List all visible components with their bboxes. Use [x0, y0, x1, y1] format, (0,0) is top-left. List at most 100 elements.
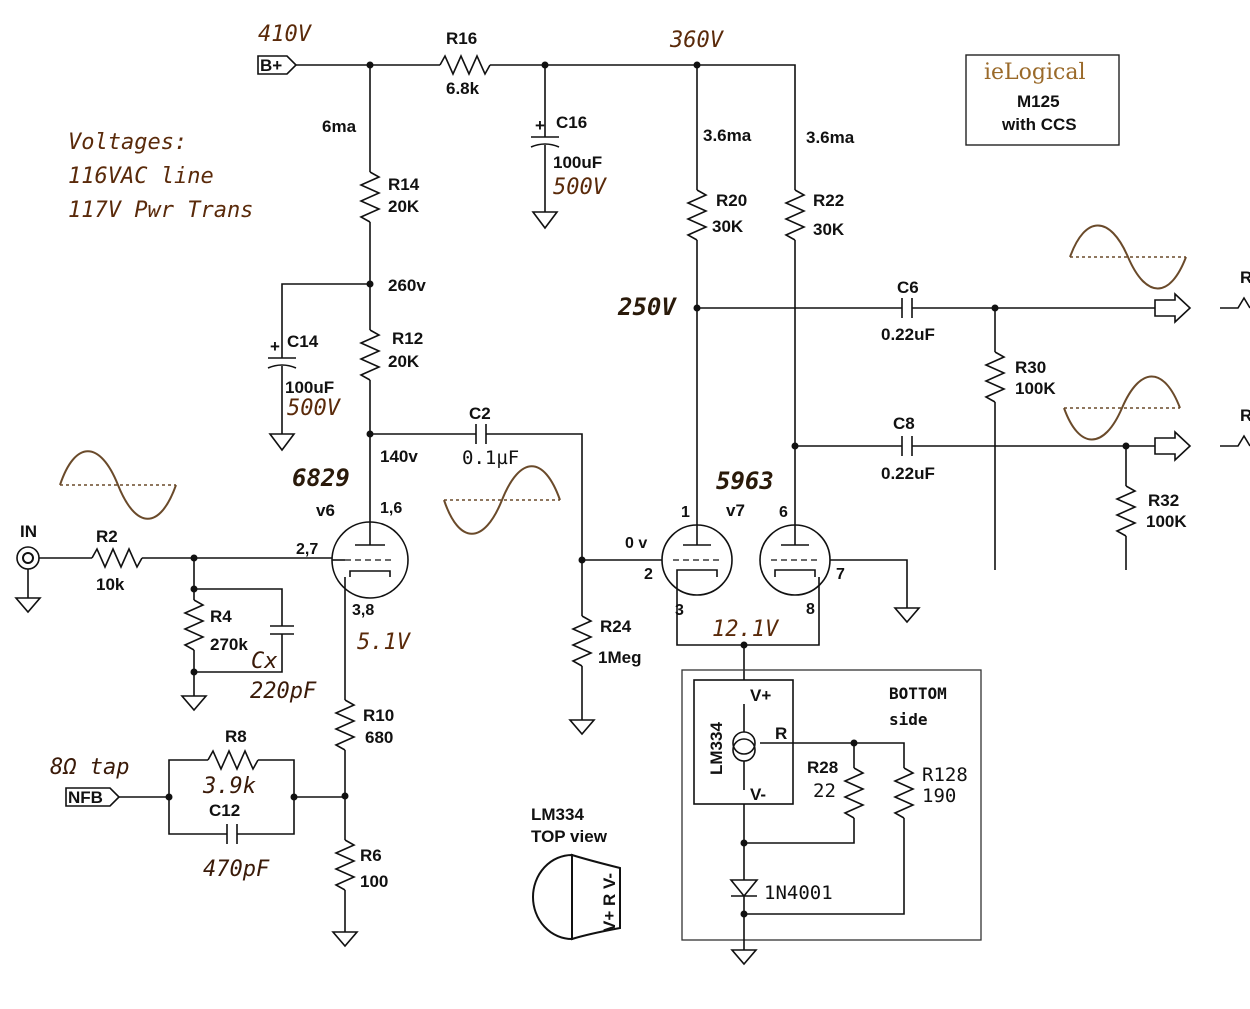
notes-title: Voltages: — [68, 130, 187, 155]
svg-text:12.1V: 12.1V — [712, 617, 780, 642]
voltage-250: 250V — [617, 293, 677, 321]
capacitor-c16: + C16 100uF 500V — [530, 65, 608, 230]
svg-text:0 v: 0 v — [625, 535, 647, 552]
svg-text:C8: C8 — [893, 414, 915, 433]
svg-text:R12: R12 — [392, 329, 423, 348]
brand-box: ieLogical M125 with CCS — [965, 54, 1120, 146]
svg-text:0.22uF: 0.22uF — [881, 464, 935, 483]
svg-text:C16: C16 — [556, 113, 587, 132]
sine-wave-out1 — [1069, 224, 1187, 290]
tube-v6: 6829 v6 1,6 2,7 3,8 5.1V — [292, 464, 412, 655]
svg-text:NFB: NFB — [68, 788, 103, 807]
svg-text:6829: 6829 — [292, 464, 350, 492]
resistor-r8: R8 3.9k — [202, 727, 259, 799]
svg-text:C14: C14 — [287, 332, 319, 351]
svg-text:TOP view: TOP view — [531, 827, 608, 846]
svg-text:R32: R32 — [1148, 491, 1179, 510]
svg-text:V-: V- — [750, 785, 766, 804]
resistor-r20: R20 30K — [686, 189, 747, 241]
svg-text:2: 2 — [644, 566, 653, 583]
tap-label: 8Ω tap — [50, 755, 129, 780]
cx-value: 220pF — [250, 679, 317, 704]
notes-line1: 116VAC line — [68, 164, 214, 189]
svg-text:20K: 20K — [388, 197, 420, 216]
svg-text:R24: R24 — [600, 617, 632, 636]
svg-text:270k: 270k — [210, 635, 248, 654]
sine-wave-out2 — [1063, 375, 1181, 441]
svg-text:6.8k: 6.8k — [446, 79, 480, 98]
svg-text:R6: R6 — [360, 846, 382, 865]
voltage-410: 410V — [258, 22, 313, 47]
svg-text:1Meg: 1Meg — [598, 648, 641, 667]
svg-text:R20: R20 — [716, 191, 747, 210]
diode-1n4001: 1N4001 — [729, 879, 833, 904]
svg-text:R2: R2 — [96, 527, 118, 546]
svg-text:R22: R22 — [813, 191, 844, 210]
svg-text:3.9k: 3.9k — [202, 774, 256, 799]
svg-text:R128: R128 — [922, 764, 968, 786]
resistor-r2: R2 10k — [91, 527, 143, 594]
svg-text:R10: R10 — [363, 706, 394, 725]
svg-text:10k: 10k — [96, 575, 125, 594]
voltage-140: 140v — [380, 447, 418, 466]
svg-text:M125: M125 — [1017, 92, 1060, 111]
resistor-r24: R24 1Meg — [571, 615, 641, 667]
resistor-r22: R22 30K — [784, 189, 845, 241]
capacitor-c6: C6 0.22uF — [697, 278, 1155, 344]
resistor-r16: R16 6.8k — [439, 29, 491, 98]
svg-text:3,8: 3,8 — [352, 602, 374, 619]
svg-text:8: 8 — [806, 601, 815, 618]
b-plus-connector: B+ — [257, 55, 298, 75]
svg-text:C6: C6 — [897, 278, 919, 297]
resistor-r12: R12 20K — [359, 329, 423, 381]
ccs-side-label: side — [889, 710, 928, 729]
svg-text:R30: R30 — [1015, 358, 1046, 377]
output-r2: R — [1240, 406, 1250, 425]
resistor-r128: R128 190 — [893, 764, 968, 819]
resistor-r4: R4 270k — [183, 599, 248, 654]
svg-text:6: 6 — [779, 504, 788, 521]
svg-text:100K: 100K — [1015, 379, 1056, 398]
svg-text:20K: 20K — [388, 352, 420, 371]
resistor-r14: R14 20K — [359, 171, 420, 223]
svg-text:100: 100 — [360, 872, 388, 891]
tube-v7: 5963 v7 0 v 1 2 3 6 7 8 12.1V — [625, 467, 845, 642]
cx-label: Cx — [251, 649, 278, 674]
svg-text:v6: v6 — [316, 501, 335, 520]
current-6ma: 6ma — [322, 117, 357, 136]
resistor-r28: R28 22 — [807, 758, 865, 819]
svg-text:+: + — [535, 116, 545, 135]
svg-text:680: 680 — [365, 728, 393, 747]
svg-text:3: 3 — [675, 602, 684, 619]
resistor-r6: R6 100 — [334, 839, 388, 891]
svg-text:1,6: 1,6 — [380, 500, 402, 517]
svg-text:v7: v7 — [726, 501, 745, 520]
svg-text:LM334: LM334 — [531, 805, 584, 824]
svg-text:C12: C12 — [209, 801, 240, 820]
svg-text:C2: C2 — [469, 404, 491, 423]
svg-text:+: + — [270, 337, 280, 356]
svg-text:R16: R16 — [446, 29, 477, 48]
svg-text:with CCS: with CCS — [1001, 115, 1077, 134]
svg-text:5.1V: 5.1V — [357, 630, 412, 655]
nfb-connector: NFB — [65, 787, 121, 807]
input-jack: IN — [14, 522, 42, 614]
svg-text:0.22uF: 0.22uF — [881, 325, 935, 344]
svg-text:7: 7 — [836, 566, 845, 583]
svg-text:0.1µF: 0.1µF — [462, 447, 519, 469]
capacitor-c8: C8 0.22uF — [795, 414, 1155, 483]
voltage-260: 260v — [388, 276, 426, 295]
svg-text:R: R — [775, 724, 787, 743]
output-r1: R — [1240, 268, 1250, 287]
svg-text:2,7: 2,7 — [296, 541, 318, 558]
svg-text:22: 22 — [813, 780, 836, 802]
svg-text:LM334: LM334 — [707, 722, 726, 775]
ccs-bottom-label: BOTTOM — [889, 684, 947, 703]
svg-text:V+ R V-: V+ R V- — [600, 873, 619, 932]
svg-text:190: 190 — [922, 785, 956, 807]
svg-text:ieLogical: ieLogical — [984, 60, 1086, 85]
sine-wave-input — [59, 450, 177, 520]
capacitor-c2: C2 0.1µF — [370, 404, 583, 560]
voltage-360: 360V — [669, 28, 725, 53]
